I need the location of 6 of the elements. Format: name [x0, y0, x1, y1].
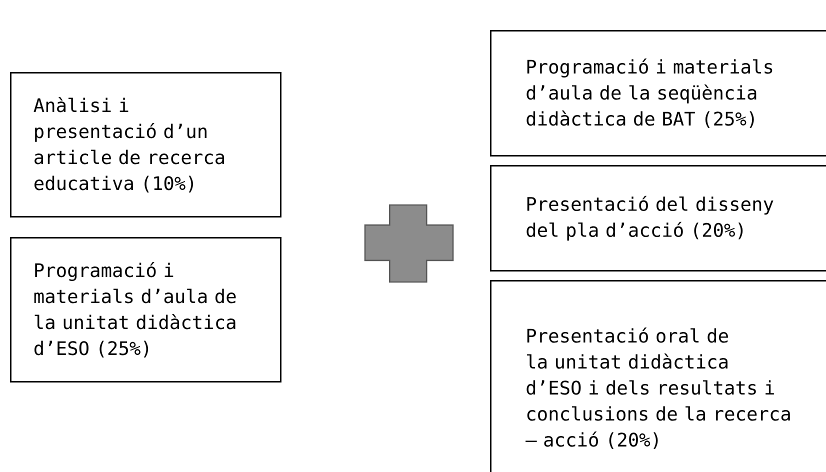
text-box: Presentació oral de la unitat didàctica d’ESO i dels resultats i conclusions de la recerca – acció (20%) — [490, 280, 826, 472]
text-box: Presentació del disseny del pla d’acció (20%) — [490, 165, 826, 272]
text-box: Programació i materials d’aula de la seqüència didàctica de BAT (25%) — [490, 30, 826, 156]
text-box: Anàlisi i presentació d’un article de recerca educativa (10%) — [10, 72, 282, 218]
plus-sign — [364, 204, 454, 283]
text-box: Programació i materials d’aula de la unitat didàctica d’ESO (25%) — [10, 237, 282, 382]
